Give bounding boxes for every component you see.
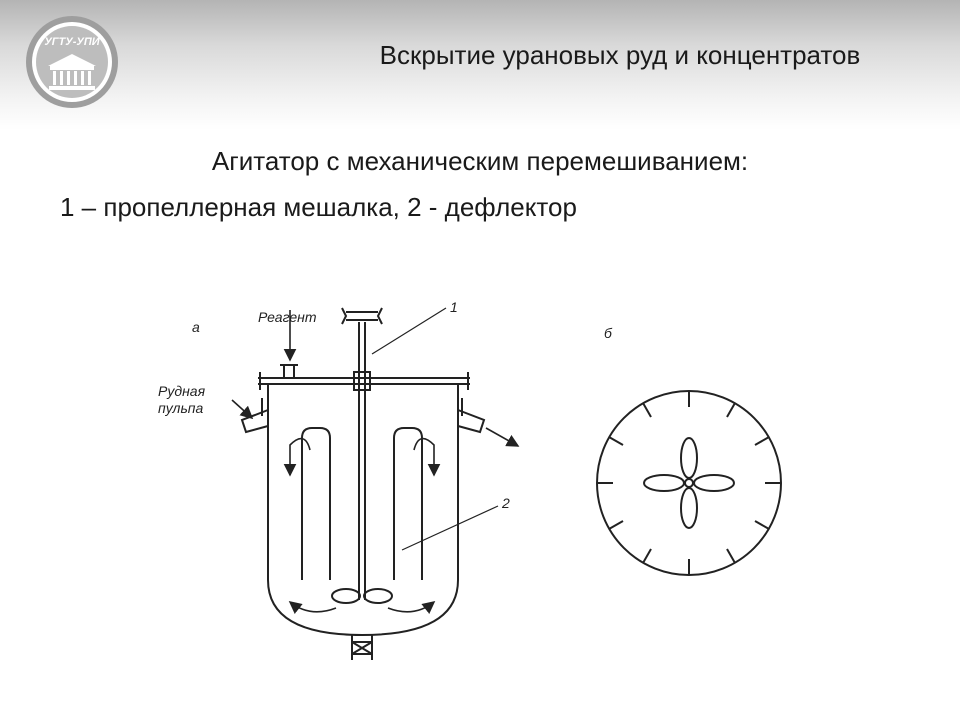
ore-pulp-label-1: Рудная [158,383,206,399]
header-band [0,0,960,130]
callout-2-label: 2 [501,495,510,511]
plan-view [596,390,782,576]
logo-text: УГТУ-УПИ [44,36,100,48]
slide-title: Вскрытие урановых руд и концентратов [379,40,861,70]
caption-line-1: Агитатор с механическим перемешиванием: [211,146,749,176]
agitator-diagram: а б Реагент Рудная пульпа 1 2 [158,299,782,660]
flow-arrows [231,310,520,614]
reagent-label: Реагент [258,309,317,325]
label-b: б [604,325,613,341]
label-a: а [192,319,200,335]
ore-pulp-label-2: пульпа [158,400,204,416]
caption-line-2: 1 – пропеллерная мешалка, 2 - дефлектор [60,192,577,222]
university-logo: УГТУ-УПИ [26,16,118,108]
plan-view-ticks [597,391,781,575]
callout-1-label: 1 [450,299,458,315]
callout-lines [371,307,499,551]
agitator-vessel [240,307,486,660]
